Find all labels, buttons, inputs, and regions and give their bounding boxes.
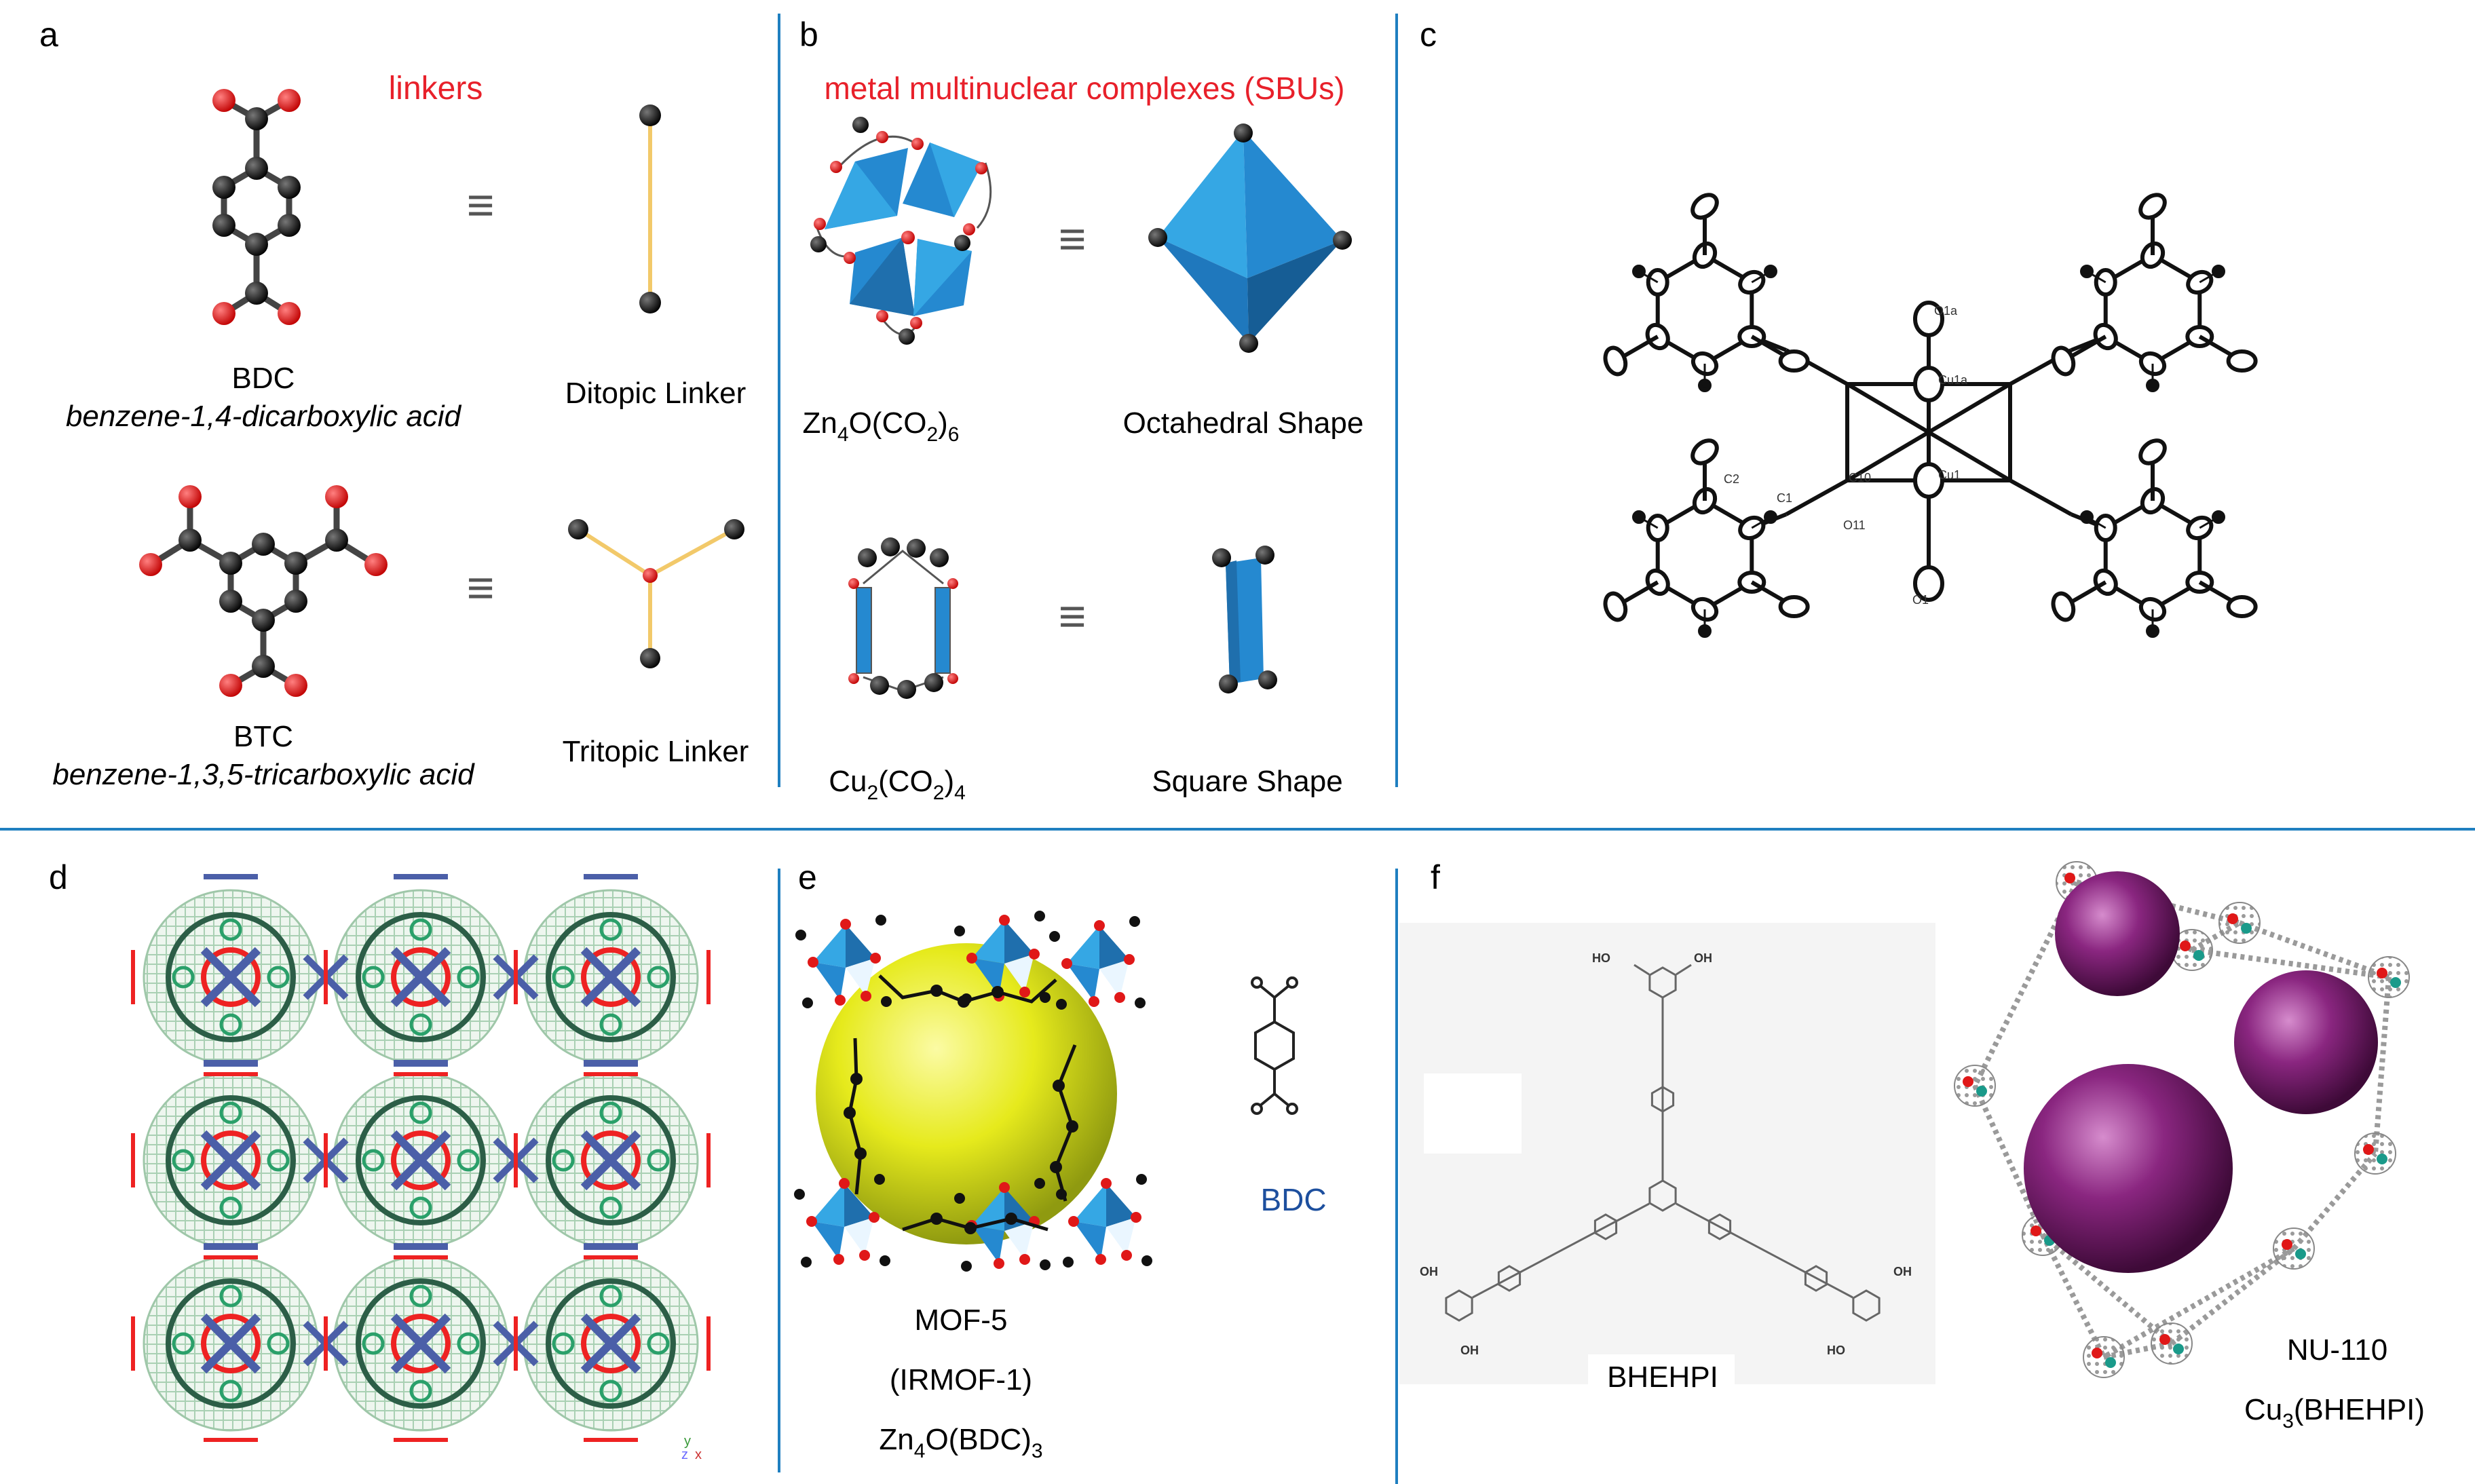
bhehpi-label: BHEHPI [1607,1361,1718,1394]
panel-a-letter: a [39,16,58,54]
atom-label-c10: C10 [1849,471,1871,484]
atom-label-o1a: O1a [1934,304,1958,318]
bdc-equiv-sign: ≡ [467,178,495,231]
square-shape-label: Square Shape [1152,765,1342,798]
nu110-formula: Cu3(BHEHPI) [2244,1393,2425,1432]
medium-pore-sphere [2234,970,2378,1114]
cu-equiv-sign: ≡ [1059,590,1087,643]
atom-label-c2: C2 [1724,472,1739,486]
ditopic-linker-shape [639,104,661,313]
octahedral-shape-label: Octahedral Shape [1123,406,1364,440]
ortep-structure [1603,193,2258,638]
btc-chemical-name: benzene-1,3,5-tricarboxylic acid [52,758,475,791]
panel-c: c Cu1a Cu1 O1a O1 C2 C1 C10 O11 [1420,16,2258,638]
atom-label-cu1a: Cu1a [1938,373,1968,387]
axis-label-x: x [695,1447,702,1462]
bdc-molecule [212,89,301,325]
axis-label-z: z [681,1447,688,1462]
panel-b-letter: b [799,16,818,54]
bhehpi-group-6: HO [1827,1344,1845,1357]
pore-sphere [816,943,1117,1244]
tritopic-linker-label: Tritopic Linker [563,735,749,768]
atom-label-c1: C1 [1777,491,1792,505]
bhehpi-structure [1445,964,1881,1322]
bhehpi-group-3: OH [1420,1265,1438,1278]
small-pore-sphere [2055,871,2180,996]
bhehpi-group-1: HO [1592,951,1610,965]
bdc-chemical-name: benzene-1,4-dicarboxylic acid [66,400,462,433]
zn4o-formula: Zn4O(CO2)6 [803,406,960,446]
btc-equiv-sign: ≡ [467,561,495,614]
octahedral-shape [1148,123,1352,353]
bdc-caption: BDC [1260,1182,1326,1217]
panel-c-letter: c [1420,16,1437,54]
mof-lattice [131,874,711,1442]
bdc-label: BDC [232,362,295,395]
nu110-name: NU-110 [2287,1333,2387,1367]
large-pore-sphere [2024,1064,2233,1273]
panel-f-letter: f [1431,858,1440,896]
bhehpi-label-box [1588,1354,1735,1395]
bhehpi-group-5: OH [1893,1265,1912,1278]
atom-label-o11: O11 [1843,518,1866,532]
square-shape [1212,546,1277,693]
panel-f: f HO OH OH OH OH HO BHEHPI NU-110 Cu3(BH… [1399,858,2425,1432]
tritopic-linker-shape [568,519,744,668]
ditopic-linker-label: Ditopic Linker [565,377,747,410]
mof5-formula: Zn4O(BDC)3 [879,1423,1042,1462]
panel-a: a linkers BDC [39,16,749,791]
bhehpi-blank-box [1424,1073,1522,1154]
panel-d-letter: d [49,858,68,896]
mof5-name: MOF-5 [915,1304,1008,1337]
mof5-structure [794,911,1152,1272]
cu-formula: Cu2(CO2)4 [829,765,966,804]
panel-e-letter: e [798,858,817,896]
panel-e: e [794,858,1327,1462]
zn4o-equiv-sign: ≡ [1059,212,1087,265]
atom-label-o1: O1 [1912,593,1929,607]
bdc-skeleton [1251,976,1298,1115]
panel-d: d y z x [49,858,711,1462]
mof5-alias: (IRMOF-1) [890,1363,1032,1396]
sbu-heading: metal multinuclear complexes (SBUs) [825,71,1345,106]
btc-label: BTC [233,720,293,753]
zn4o-cluster [810,117,992,345]
bhehpi-group-2: OH [1694,951,1712,965]
axis-label-y: y [684,1434,691,1449]
panel-dividers [0,14,2475,1484]
linkers-heading: linkers [389,71,483,107]
btc-molecule [139,485,388,697]
atom-label-cu1: Cu1 [1938,468,1961,482]
cu-paddlewheel [848,537,958,699]
panel-b: b metal multinuclear complexes (SBUs) [799,16,1363,804]
bhehpi-group-4: OH [1460,1344,1479,1357]
